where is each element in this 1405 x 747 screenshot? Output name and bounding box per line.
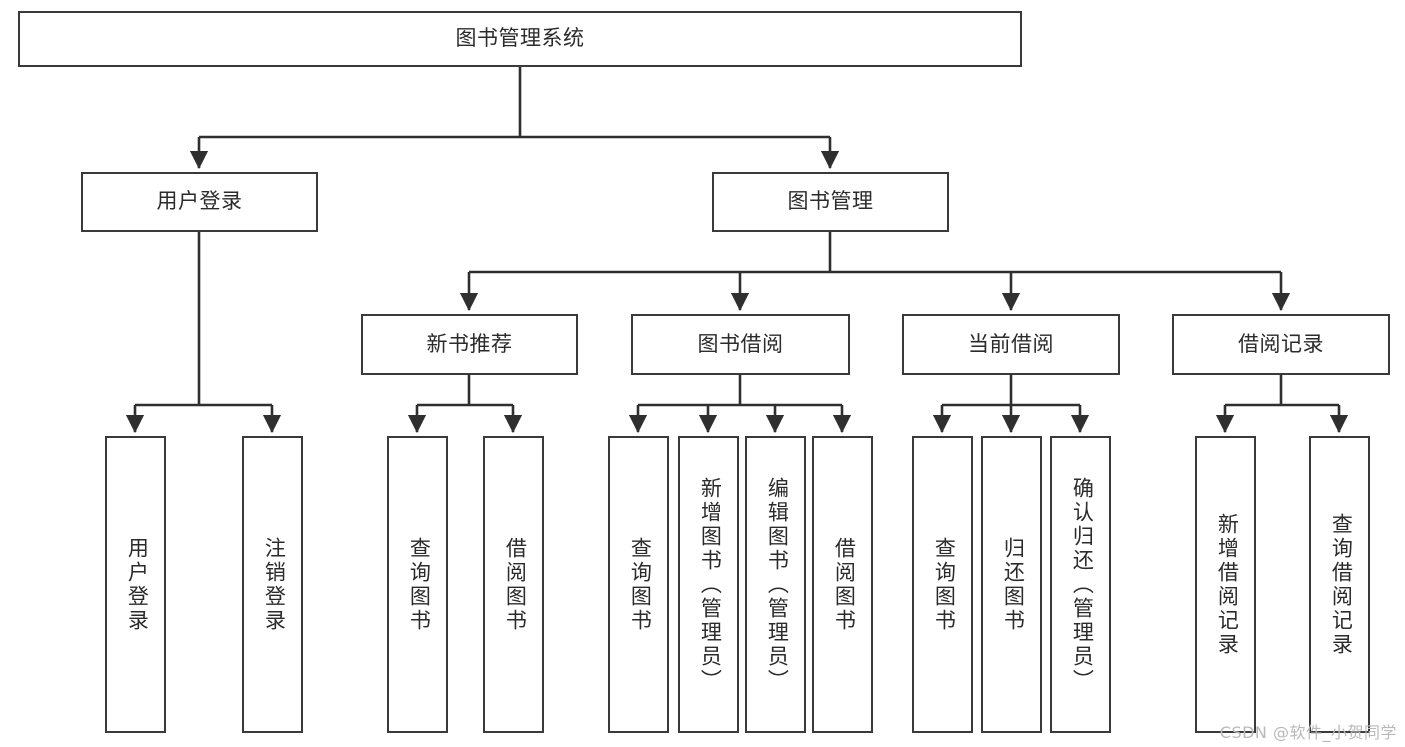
node-leaf-new-book-borrow-label: 借阅图书 (503, 536, 528, 633)
node-leaf-borrow-add-book-label: 新增图书（管理员） (698, 476, 723, 693)
node-user-login-label: 用户登录 (156, 189, 243, 214)
node-book-borrow[interactable]: 图书借阅 (631, 314, 850, 375)
node-leaf-record-query[interactable]: 查询借阅记录 (1309, 436, 1370, 733)
node-current-borrow-label: 当前借阅 (968, 331, 1054, 356)
node-borrow-record-label: 借阅记录 (1238, 331, 1324, 356)
node-leaf-record-query-label: 查询借阅记录 (1329, 512, 1354, 657)
node-leaf-current-confirm-return[interactable]: 确认归还（管理员） (1050, 436, 1111, 733)
node-current-borrow[interactable]: 当前借阅 (902, 314, 1120, 375)
node-leaf-new-book-borrow[interactable]: 借阅图书 (483, 436, 544, 733)
node-borrow-record[interactable]: 借阅记录 (1172, 314, 1390, 375)
node-leaf-current-query-book-label: 查询图书 (932, 536, 957, 633)
node-leaf-borrow-borrow-book[interactable]: 借阅图书 (812, 436, 873, 733)
node-leaf-borrow-query-book-label: 查询图书 (628, 536, 653, 633)
node-leaf-borrow-edit-book[interactable]: 编辑图书（管理员） (745, 436, 806, 733)
node-new-book-recommend-label: 新书推荐 (426, 331, 513, 356)
node-leaf-current-return-book-label: 归还图书 (1001, 536, 1026, 633)
node-leaf-current-return-book[interactable]: 归还图书 (981, 436, 1042, 733)
node-root-label: 图书管理系统 (455, 26, 585, 51)
node-book-management-label: 图书管理 (787, 189, 874, 214)
node-leaf-user-login-signout-label: 注销登录 (262, 536, 287, 633)
node-leaf-current-confirm-return-label: 确认归还（管理员） (1070, 476, 1095, 693)
node-root[interactable]: 图书管理系统 (18, 11, 1022, 67)
node-leaf-record-add-label: 新增借阅记录 (1215, 512, 1240, 657)
node-book-borrow-label: 图书借阅 (697, 331, 784, 356)
node-leaf-user-login-signin[interactable]: 用户登录 (105, 436, 166, 733)
node-leaf-new-book-query-label: 查询图书 (407, 536, 432, 633)
node-leaf-borrow-borrow-book-label: 借阅图书 (832, 536, 857, 633)
node-leaf-borrow-add-book[interactable]: 新增图书（管理员） (678, 436, 739, 733)
node-leaf-record-add[interactable]: 新增借阅记录 (1195, 436, 1256, 733)
node-book-management[interactable]: 图书管理 (712, 172, 949, 232)
node-leaf-borrow-edit-book-label: 编辑图书（管理员） (765, 476, 790, 693)
node-leaf-user-login-signin-label: 用户登录 (125, 536, 150, 633)
node-new-book-recommend[interactable]: 新书推荐 (361, 314, 578, 375)
node-leaf-borrow-query-book[interactable]: 查询图书 (608, 436, 669, 733)
node-leaf-user-login-signout[interactable]: 注销登录 (242, 436, 303, 733)
node-user-login[interactable]: 用户登录 (81, 172, 318, 232)
node-leaf-new-book-query[interactable]: 查询图书 (387, 436, 448, 733)
node-leaf-current-query-book[interactable]: 查询图书 (912, 436, 973, 733)
